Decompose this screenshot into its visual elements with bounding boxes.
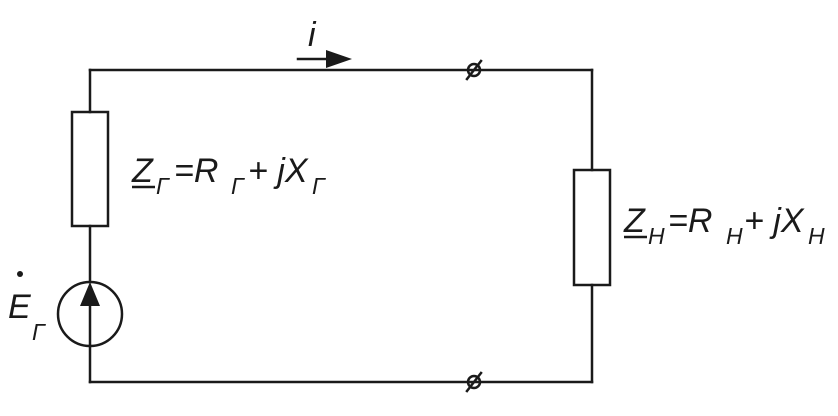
bottom-terminal xyxy=(466,374,482,390)
source-emf-label: E xyxy=(8,288,31,326)
gen-eq-r: =R xyxy=(174,152,218,190)
current-label: i xyxy=(308,16,317,54)
top-terminal-slash xyxy=(465,59,483,81)
generator-impedance-label: Z Г =R Г + jX Г xyxy=(131,152,326,199)
load-x-subscript: H xyxy=(808,223,825,249)
gen-x-subscript: Г xyxy=(312,173,326,199)
load-r-subscript: H xyxy=(726,223,743,249)
load-z-subscript: H xyxy=(648,223,665,249)
current-arrowhead xyxy=(326,50,352,68)
load-z: Z xyxy=(623,202,646,240)
source-emf-subscript: Г xyxy=(32,319,46,345)
emf-dot xyxy=(17,271,23,277)
voltage-source-arrowhead xyxy=(80,282,100,306)
gen-z: Z xyxy=(131,152,154,190)
load-eq-r: =R xyxy=(668,202,712,240)
bottom-terminal-slash xyxy=(465,371,483,393)
gen-r-subscript: Г xyxy=(231,173,245,199)
top-terminal xyxy=(466,62,482,78)
generator-impedance-resistor xyxy=(70,110,110,228)
load-impedance-resistor xyxy=(572,168,612,287)
gen-z-subscript: Г xyxy=(156,173,170,199)
load-impedance-label: Z H =R H + jX H xyxy=(623,202,825,249)
load-plus-jx: + jX xyxy=(744,202,805,240)
gen-plus-jx: + jX xyxy=(248,152,309,190)
